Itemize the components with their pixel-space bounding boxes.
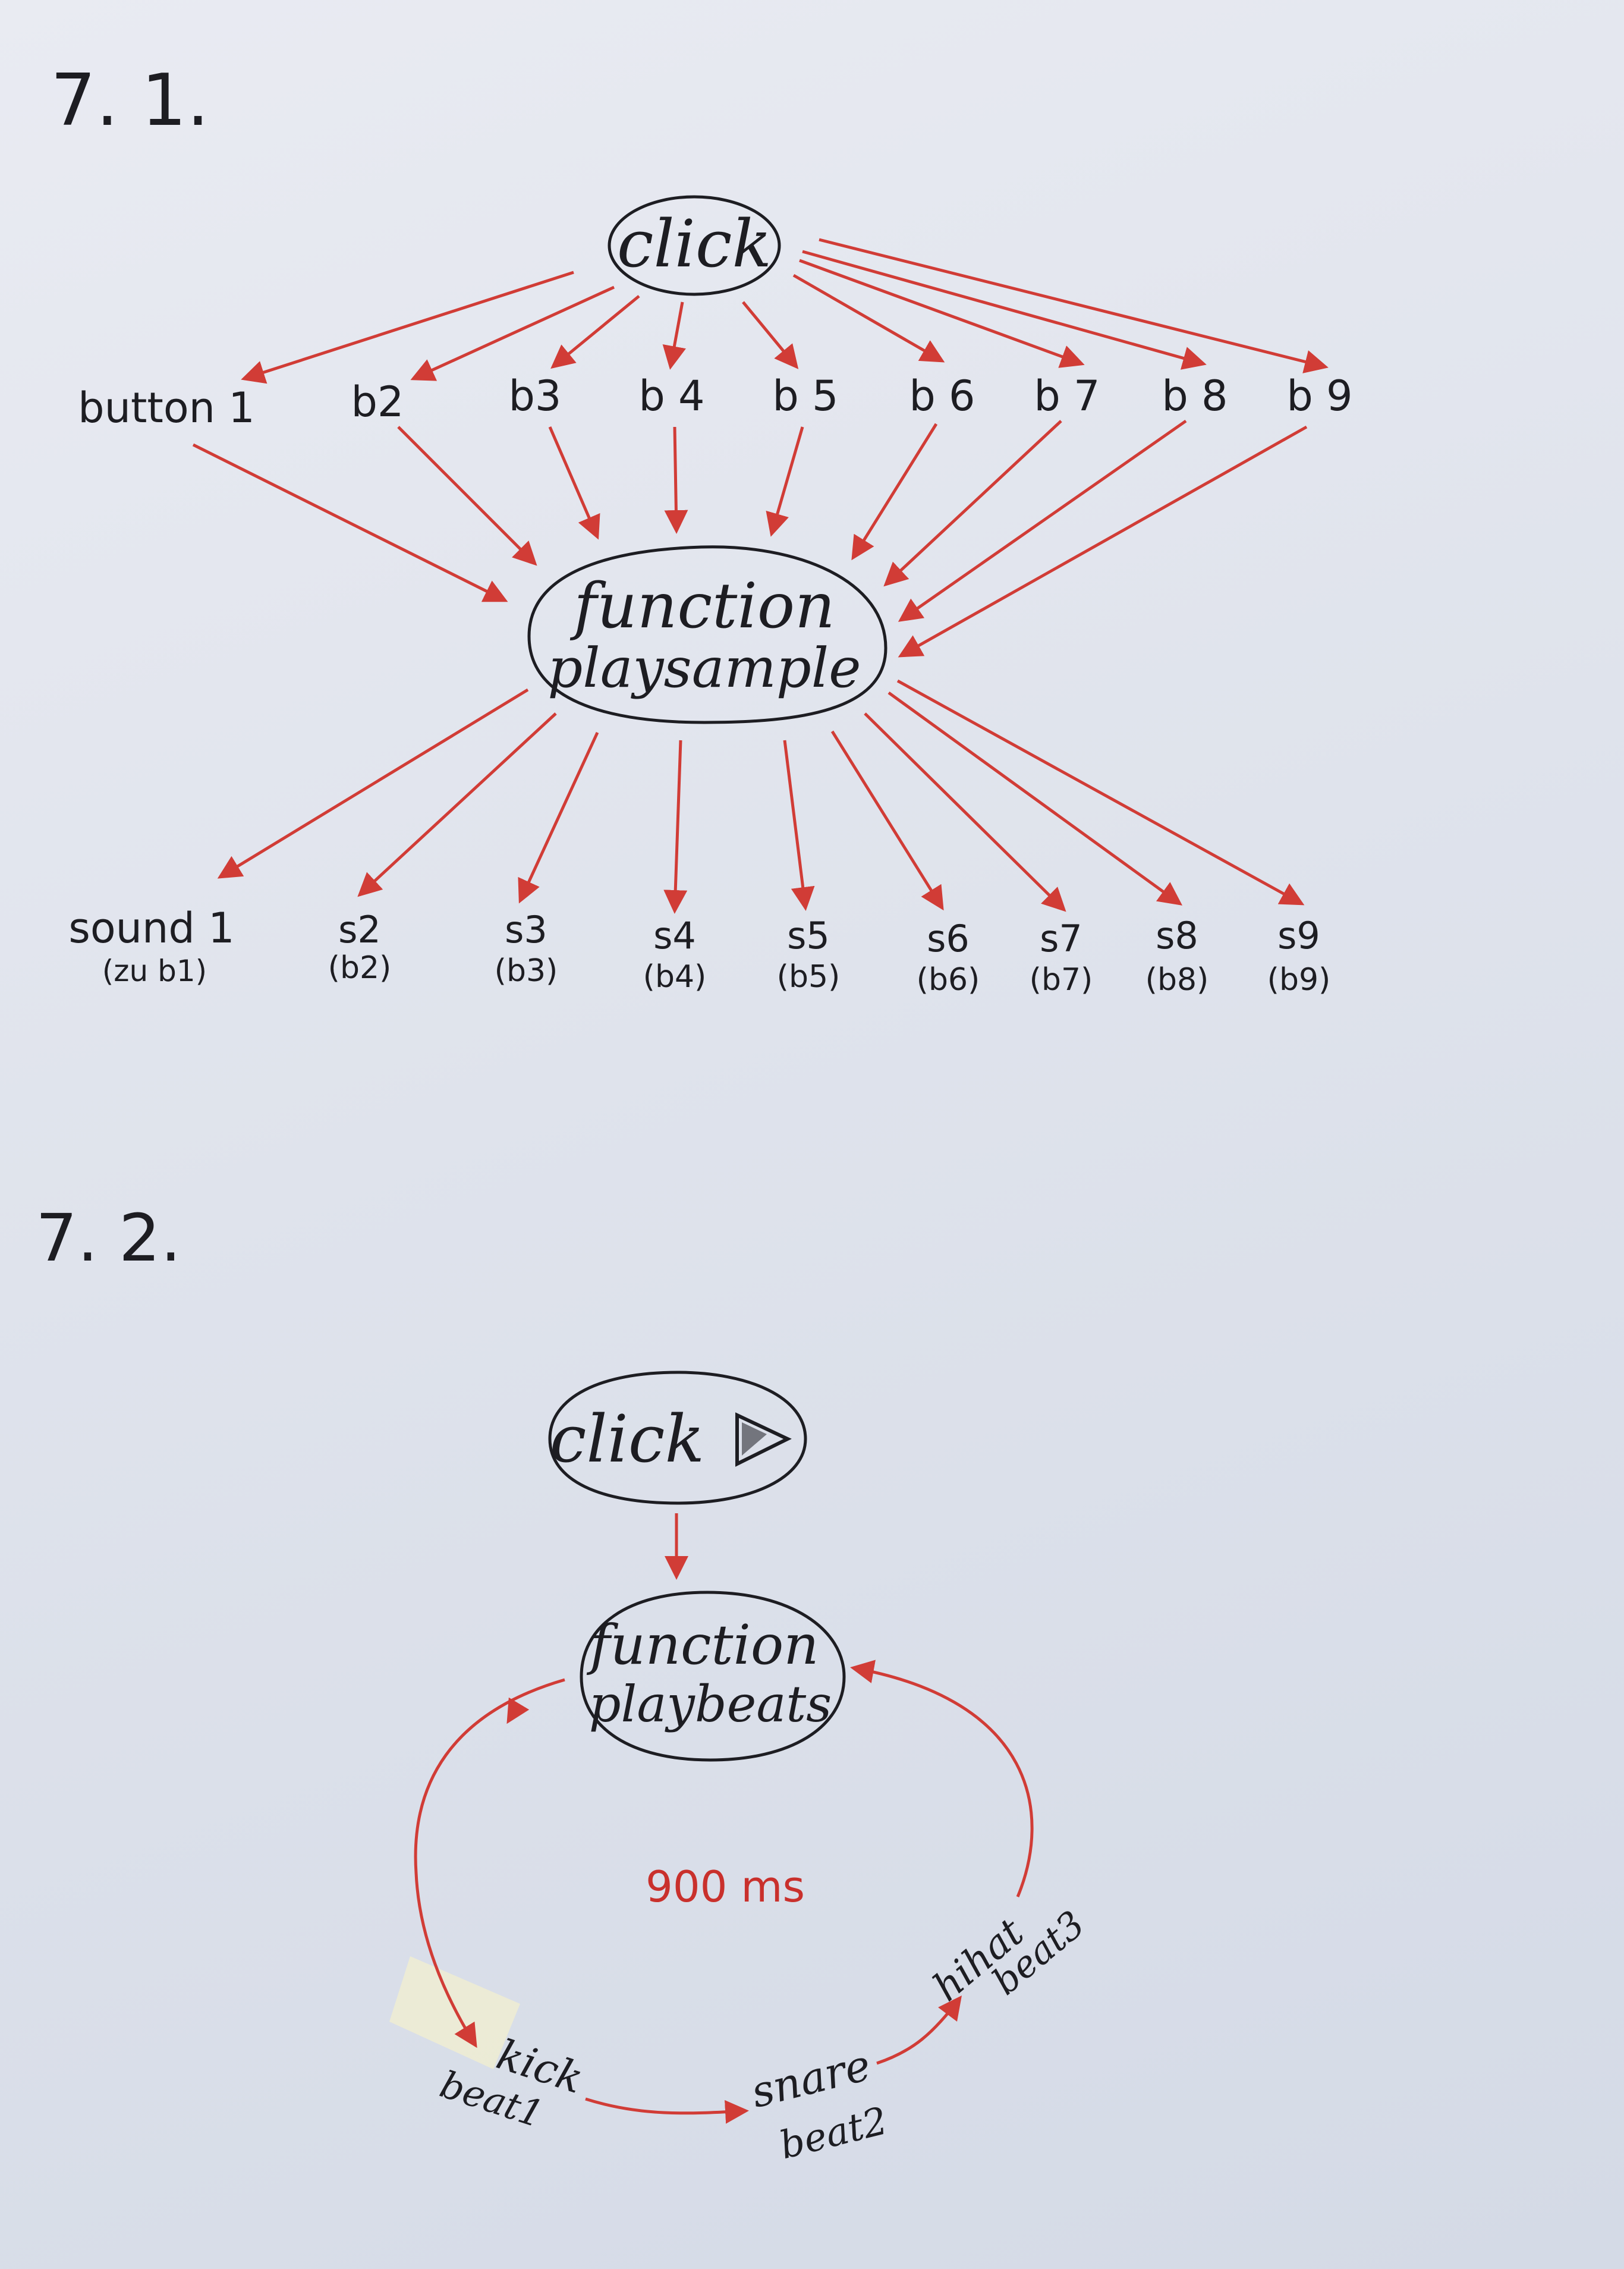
sound-label: s5 (787, 914, 830, 957)
buttons-to-function-arrows (192, 419, 1308, 658)
tape (389, 1956, 520, 2069)
arrow (850, 1660, 1034, 1897)
function-node-2-line1: function (586, 1613, 819, 1677)
function-node-2-line2: playbeats (589, 1675, 832, 1733)
button-label: b3 (509, 372, 562, 420)
function-node-2: function playbeats (580, 1591, 846, 1762)
sound-ref: (b2) (328, 950, 392, 986)
arrow (506, 1697, 530, 1724)
beat-sub: beat2 (776, 2099, 892, 2168)
function-node-1-outline (527, 545, 887, 724)
function-node-2-outline (580, 1591, 846, 1762)
section1-heading: 7. 1. (51, 59, 209, 142)
click-node-2: click (548, 1371, 807, 1505)
function-node-1: function playsample (527, 545, 887, 724)
button-label: b 6 (909, 372, 975, 420)
click-to-buttons-arrows (241, 238, 1329, 384)
arrow (887, 691, 1183, 906)
button-label: b 4 (638, 372, 704, 420)
arrow (663, 740, 688, 914)
function-node-1-line2: playsample (547, 636, 861, 700)
arrow (664, 426, 688, 534)
arrow (851, 423, 938, 561)
click-node-1-outline (608, 195, 781, 296)
sound-label: s6 (927, 917, 970, 960)
sound-ref: (b8) (1145, 962, 1209, 998)
sound-label: s7 (1040, 917, 1082, 960)
arrow (241, 271, 574, 384)
arrow (662, 301, 686, 370)
sound-label: s8 (1156, 914, 1198, 957)
sound-ref: (b3) (495, 953, 558, 989)
arrow (548, 426, 600, 540)
sound-label: s3 (505, 908, 547, 951)
arrow (585, 2097, 749, 2124)
arrow (217, 688, 529, 879)
arrow (397, 426, 537, 566)
beat-cycle-arrows (414, 1660, 1034, 2124)
arrow (802, 250, 1207, 370)
sound-ref: (b7) (1030, 962, 1093, 998)
button-label: b2 (351, 378, 404, 426)
sound-row: sound 1 (zu b1) s2 (b2) s3 (b3) s4 (b4) … (68, 904, 1330, 998)
sound-ref: (b5) (777, 959, 841, 995)
arrow (876, 1995, 962, 2065)
arrow (357, 712, 557, 897)
sound-label: s4 (653, 914, 696, 957)
arrow (192, 443, 508, 602)
sound-label: s9 (1277, 914, 1320, 957)
arrow (518, 731, 599, 904)
arrow (830, 730, 944, 911)
arrow (898, 419, 1187, 622)
beat-snare: snare beat2 (746, 2039, 892, 2168)
interval-label: 900 ms (646, 1862, 805, 1912)
button-label: b 7 (1034, 372, 1100, 420)
arrow (864, 712, 1066, 912)
button-label: b 5 (772, 372, 838, 420)
arrow (819, 238, 1329, 373)
arrow (792, 274, 945, 363)
arrow (766, 426, 804, 537)
arrow (898, 425, 1308, 658)
sound-ref: (b9) (1267, 962, 1331, 998)
arrow (550, 295, 640, 369)
function-to-sounds-arrows (217, 679, 1305, 914)
arrow (883, 420, 1062, 587)
button-label: b 8 (1162, 372, 1228, 420)
sound-label: sound 1 (68, 904, 234, 953)
section2-heading: 7. 2. (36, 1200, 181, 1276)
arrow (783, 740, 815, 911)
arrow (896, 679, 1305, 906)
function-node-1-line1: function (569, 570, 835, 642)
sound-ref: (b6) (917, 962, 980, 998)
sound-label: s2 (338, 908, 381, 951)
arrow (742, 301, 799, 369)
sound-ref: (b4) (643, 959, 707, 995)
click-node-2-label: click (550, 1401, 704, 1477)
button-label: b 9 (1286, 372, 1352, 420)
arrow (414, 1678, 565, 2048)
arrow (410, 285, 615, 381)
click-node-2-outline (548, 1371, 807, 1505)
click-node-1-label: click (617, 206, 772, 282)
play-icon (735, 1412, 792, 1467)
button-label: button 1 (78, 384, 255, 432)
button-row: button 1 b2 b3 b 4 b 5 b 6 b 7 b 8 b 9 (78, 372, 1352, 432)
click-node-1: click (608, 195, 781, 296)
sound-ref: (zu b1) (102, 954, 207, 988)
arrow (799, 259, 1085, 368)
